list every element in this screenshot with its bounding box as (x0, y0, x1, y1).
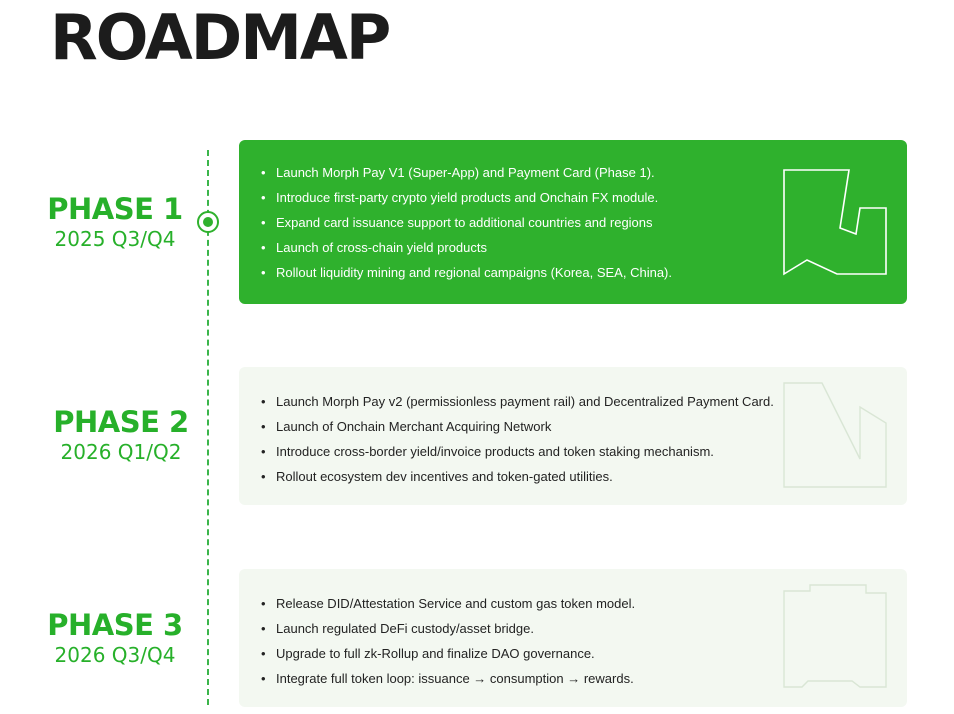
list-item: Upgrade to full zk-Rollup and finalize D… (261, 641, 635, 666)
phase-2-name: PHASE 2 (53, 405, 189, 439)
list-item: Expand card issuance support to addition… (261, 210, 672, 235)
timeline-line (207, 150, 209, 705)
morph-logo-icon (783, 382, 887, 488)
list-item: Rollout ecosystem dev incentives and tok… (261, 464, 774, 489)
list-item: Launch regulated DeFi custody/asset brid… (261, 616, 635, 641)
phase-3-label: PHASE 3 2026 Q3/Q4 (40, 608, 190, 668)
morph-logo-icon (783, 169, 887, 276)
timeline-dot-icon (197, 211, 219, 233)
list-item: Launch of cross-chain yield products (261, 235, 672, 260)
phase-2-period: 2026 Q1/Q2 (60, 440, 182, 464)
phase-1-list: Launch Morph Pay V1 (Super-App) and Paym… (261, 160, 672, 285)
list-item: Launch Morph Pay V1 (Super-App) and Paym… (261, 160, 672, 185)
phase-1-label: PHASE 1 2025 Q3/Q4 (40, 192, 190, 252)
list-item: Introduce first-party crypto yield produ… (261, 185, 672, 210)
list-item: Release DID/Attestation Service and cust… (261, 591, 635, 616)
phase-3-list: Release DID/Attestation Service and cust… (261, 591, 635, 691)
list-item: Rollout liquidity mining and regional ca… (261, 260, 672, 285)
list-item: Launch of Onchain Merchant Acquiring Net… (261, 414, 774, 439)
phase-2-label: PHASE 2 2026 Q1/Q2 (46, 405, 196, 465)
phase-3-card: Release DID/Attestation Service and cust… (239, 569, 907, 707)
phase-1-name: PHASE 1 (47, 192, 183, 226)
phase-1-card: Launch Morph Pay V1 (Super-App) and Paym… (239, 140, 907, 304)
phase-3-period: 2026 Q3/Q4 (54, 643, 176, 667)
phase-2-card: Launch Morph Pay v2 (permissionless paym… (239, 367, 907, 505)
phase-1-period: 2025 Q3/Q4 (54, 227, 176, 251)
list-item: Integrate full token loop: issuance → co… (261, 666, 635, 691)
phase-3-name: PHASE 3 (47, 608, 183, 642)
morph-logo-icon (783, 584, 887, 688)
list-item: Introduce cross-border yield/invoice pro… (261, 439, 774, 464)
page-title: ROADMAP (50, 1, 391, 74)
list-item: Launch Morph Pay v2 (permissionless paym… (261, 389, 774, 414)
phase-2-list: Launch Morph Pay v2 (permissionless paym… (261, 389, 774, 489)
